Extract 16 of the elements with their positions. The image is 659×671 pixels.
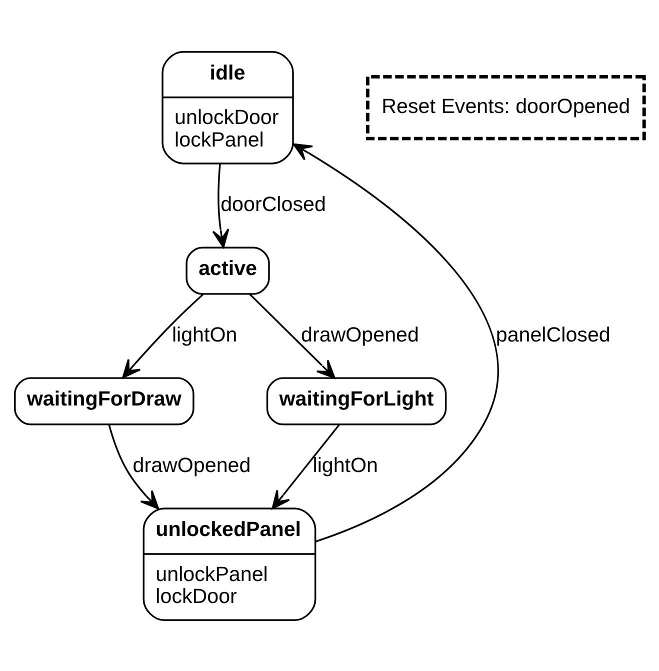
node-box: waitingForDraw: [14, 376, 194, 425]
edge-label: panelClosed: [496, 322, 610, 346]
arrow: [249, 292, 336, 378]
node-box: Reset Events: doorOpened: [366, 74, 646, 140]
node-box: active: [186, 246, 270, 294]
edge-label: lightOn: [172, 322, 238, 346]
edge-label: drawOpened: [132, 453, 251, 476]
edge-label: doorClosed: [220, 192, 326, 216]
edge-label: lightOn: [312, 453, 378, 476]
arrow: [292, 142, 499, 542]
arrow: [108, 424, 160, 509]
arrow: [272, 423, 340, 509]
arrow: [212, 163, 230, 248]
arrow: [122, 293, 204, 378]
node-box: waitingForLight: [266, 376, 447, 425]
edge-label: drawOpened: [301, 322, 419, 346]
